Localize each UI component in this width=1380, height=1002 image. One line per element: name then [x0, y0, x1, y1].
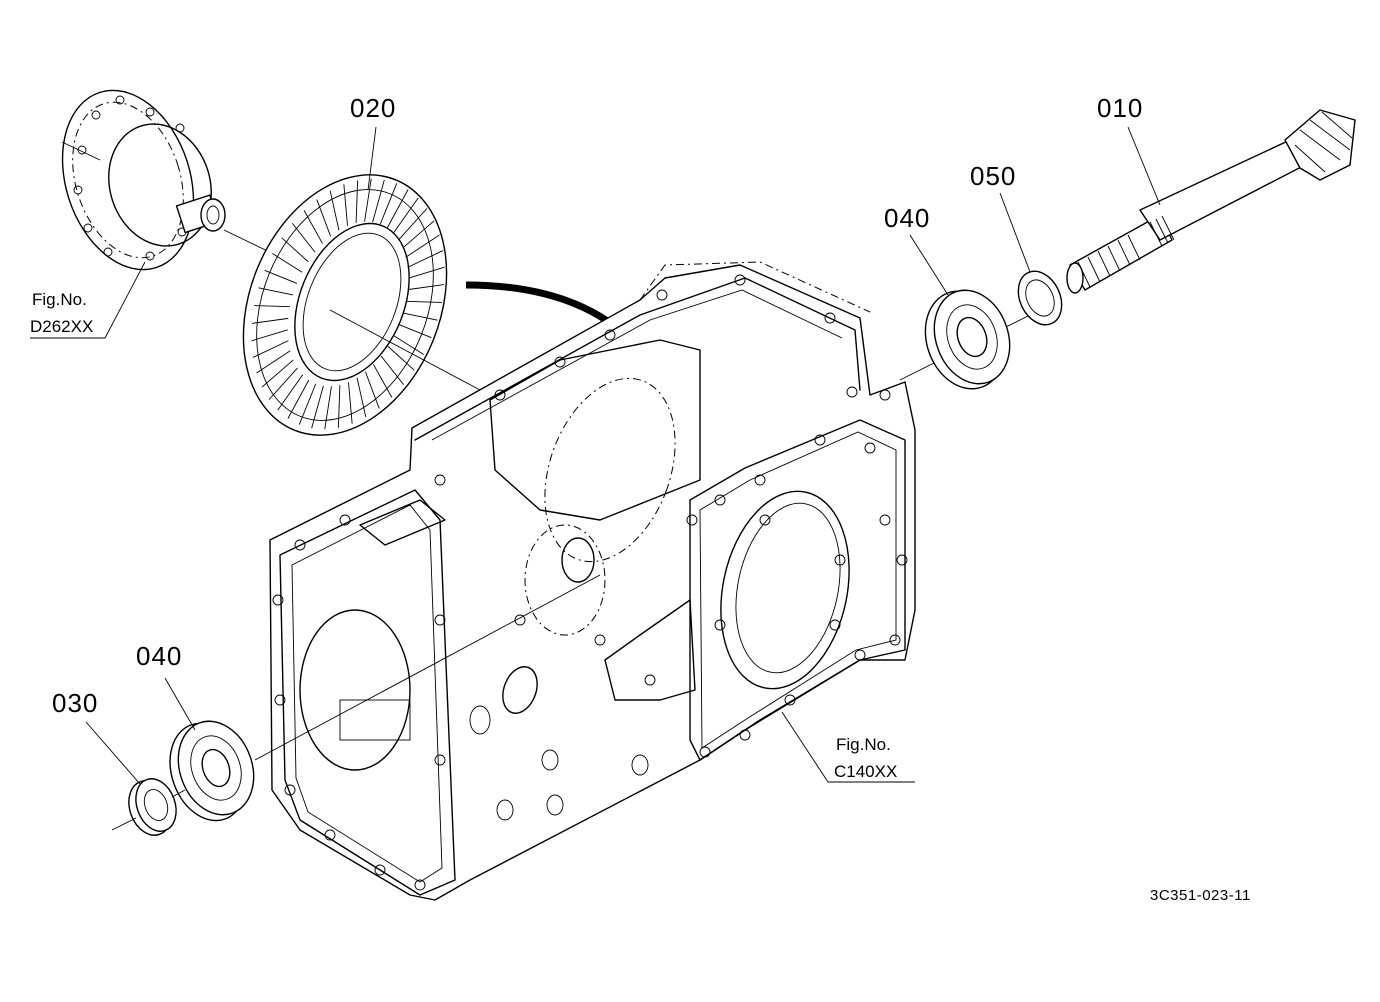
callout-010: 010: [1097, 93, 1143, 123]
callout-040-upper: 040: [884, 203, 930, 233]
callout-labels: 010 020 040 050 040 030: [52, 93, 1143, 718]
ball-bearing-lower: [169, 720, 255, 822]
figure-ref-c140-line2: C140XX: [834, 762, 897, 781]
figure-ref-d262-line1: Fig.No.: [32, 290, 87, 309]
oil-seal: [111, 778, 186, 836]
callout-050: 050: [970, 161, 1016, 191]
bevel-ring-gear: [242, 174, 481, 436]
drawing-number: 3C351-023-11: [1150, 887, 1251, 904]
bevel-pinion-shaft: [899, 109, 1356, 381]
differential-assembly: [61, 89, 291, 271]
transmission-case: [254, 261, 916, 901]
figure-ref-c140[interactable]: Fig.No. C140XX: [834, 735, 897, 781]
figure-ref-d262[interactable]: Fig.No. D262XX: [30, 290, 93, 336]
callout-020: 020: [350, 93, 396, 123]
collar: [1017, 270, 1063, 326]
figure-ref-c140-line1: Fig.No.: [836, 735, 891, 754]
leader-lines: [30, 126, 1161, 785]
figure-ref-d262-line2: D262XX: [30, 317, 93, 336]
callout-040-lower: 040: [136, 641, 182, 671]
callout-030: 030: [52, 688, 98, 718]
ball-bearing-upper: [924, 289, 1011, 390]
